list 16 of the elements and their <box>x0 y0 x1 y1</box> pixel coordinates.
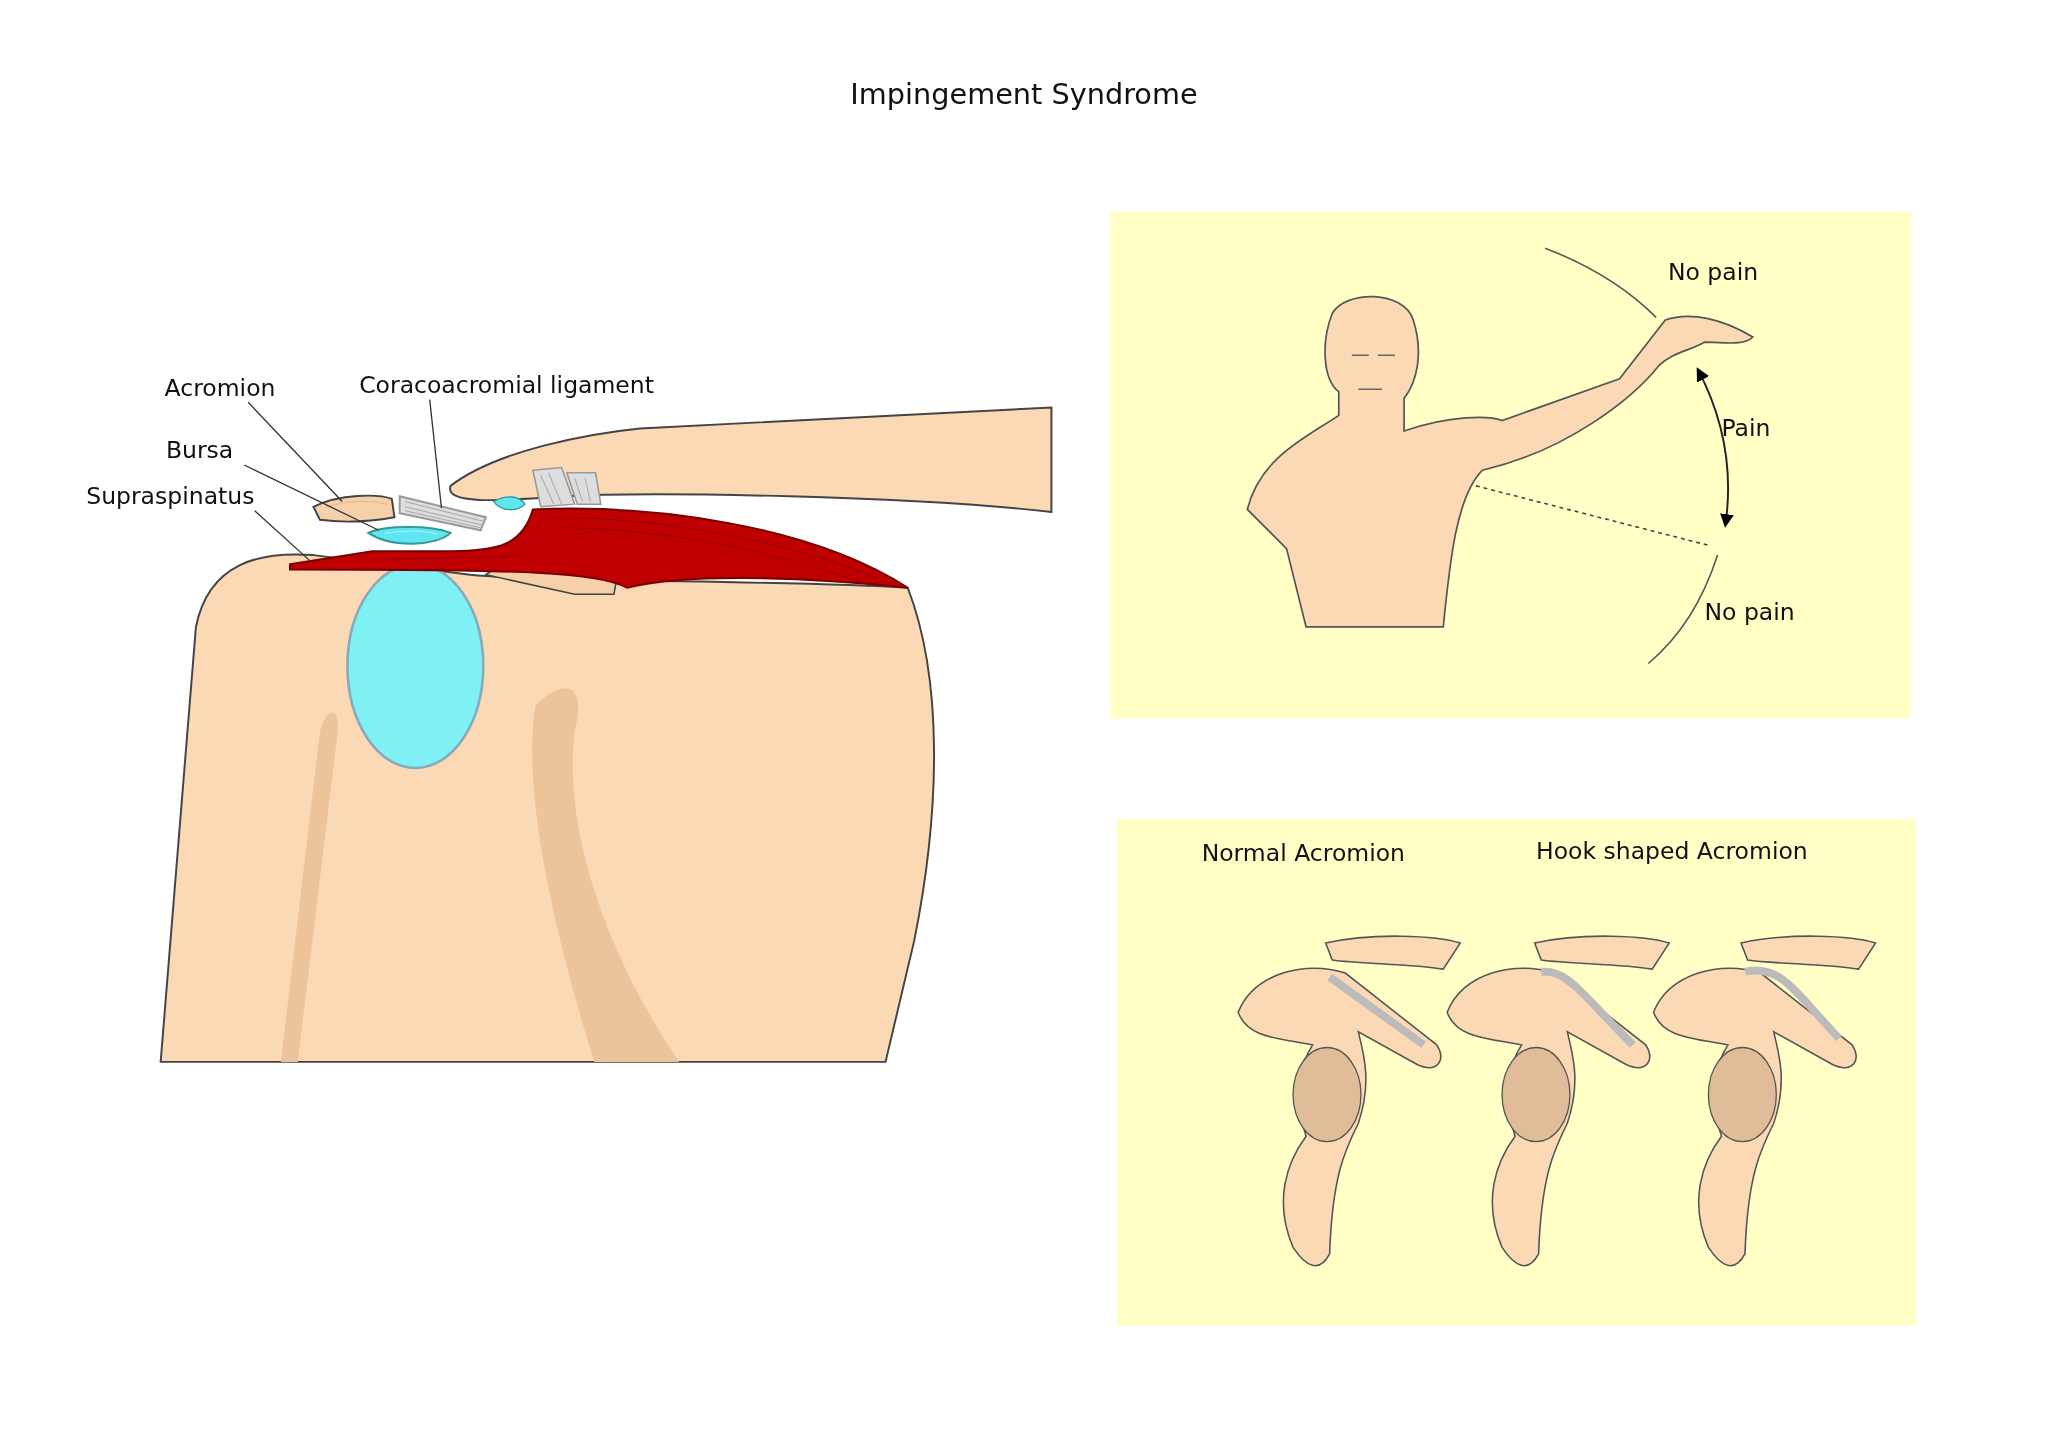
panel-label: No pain <box>1704 598 1795 627</box>
part-label: Coracoacromial ligament <box>359 370 654 400</box>
panel-label: No pain <box>1667 257 1759 287</box>
bursa-sac <box>367 526 452 545</box>
part-label: Acromion <box>164 373 276 403</box>
panel-label: Normal Acromion <box>1201 838 1405 868</box>
panel-label: Hook shaped Acromion <box>1536 837 1808 866</box>
acromion-bone <box>312 494 396 523</box>
part-label: Bursa <box>165 436 234 465</box>
leader-line <box>254 510 312 563</box>
part-label: Supraspinatus <box>86 481 255 511</box>
supraspinatus-muscle <box>288 507 909 589</box>
leader-line <box>243 464 380 531</box>
panel-label: Pain <box>1721 414 1771 443</box>
leader-line <box>247 401 343 503</box>
title: Impingement Syndrome <box>849 81 1199 110</box>
